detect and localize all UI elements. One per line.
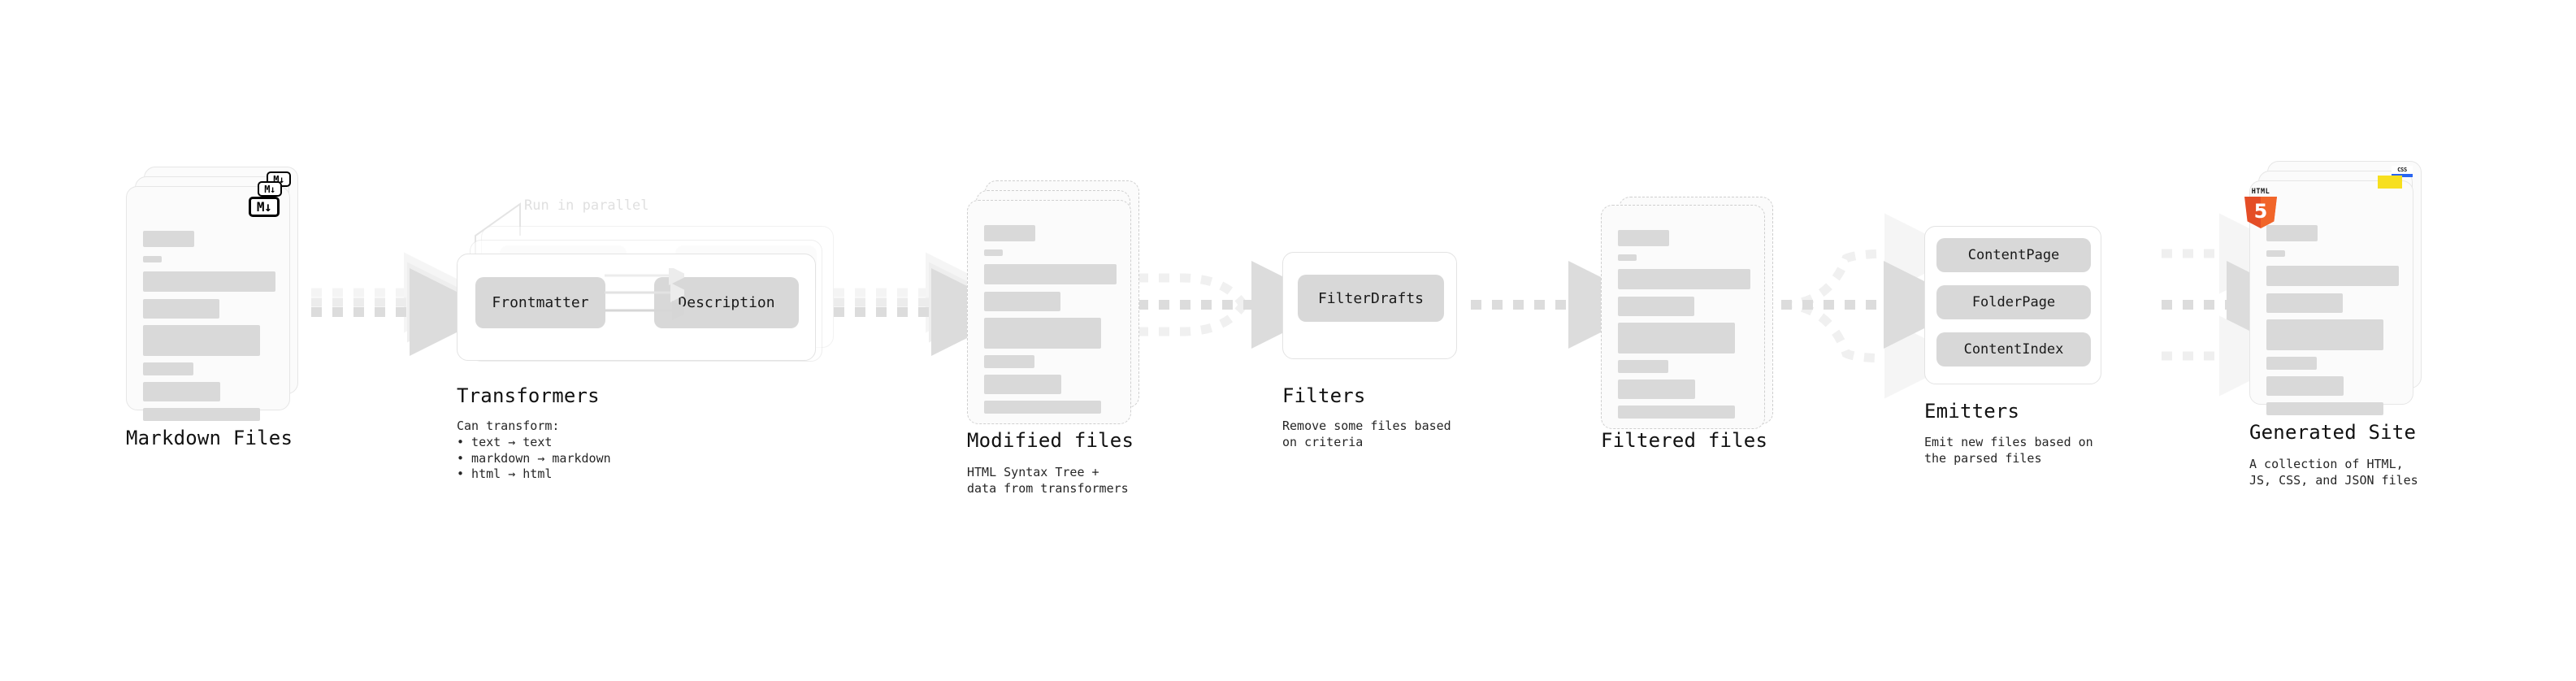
skeleton-bar <box>984 318 1101 349</box>
html5-logo-icon: HTML 5 <box>2242 188 2279 228</box>
arrow-markdown-to-transformers <box>311 252 497 356</box>
skeleton-bar <box>984 355 1034 368</box>
emitter-group: ContentPage FolderPage ContentIndex <box>1924 226 2101 384</box>
skeleton-bar <box>1618 297 1694 316</box>
skeleton-bar <box>1618 230 1669 246</box>
skeleton-bar <box>984 375 1061 394</box>
filtered-file-stack <box>1601 193 1773 437</box>
stage-title-filtered: Filtered files <box>1601 429 1768 452</box>
stage-title-filters: Filters <box>1282 384 1366 407</box>
plugin-pill-frontmatter[interactable]: Frontmatter <box>475 277 605 328</box>
skeleton-bar <box>1618 406 1735 419</box>
skeleton-bar <box>1618 380 1695 399</box>
run-in-parallel-label: Run in parallel <box>524 197 649 214</box>
skeleton-bar <box>2266 319 2383 350</box>
skeleton-bar <box>2266 293 2343 313</box>
file-sheet-front <box>967 200 1131 424</box>
skeleton-bar <box>143 382 220 401</box>
css3-logo-icon: CSS <box>2392 166 2413 177</box>
stage-title-generated: Generated Site <box>2249 421 2417 444</box>
arrow-transformers-to-modified <box>834 252 1019 356</box>
stage-filtered-files <box>1601 193 1773 437</box>
skeleton-bar <box>143 408 260 421</box>
skeleton-bar <box>1618 269 1750 289</box>
skeleton-bar <box>143 231 194 247</box>
stage-generated-site: CSS HTML 5 <box>2244 161 2422 415</box>
skeleton-bar <box>1618 360 1668 373</box>
file-sheet-front <box>1601 205 1765 429</box>
plugin-pill-filterdrafts[interactable]: FilterDrafts <box>1298 275 1444 322</box>
skeleton-bar <box>1618 254 1637 261</box>
skeleton-bar <box>2266 266 2399 286</box>
plugin-pill-contentpage[interactable]: ContentPage <box>1936 238 2091 272</box>
skeleton-bar <box>984 225 1035 241</box>
stage-subtitle-emitters: Emit new files based on the parsed files <box>1924 435 2093 466</box>
stage-title-modified: Modified files <box>967 429 1134 452</box>
arrow-filtered-to-emitters-branch <box>1780 213 1971 399</box>
html5-number: 5 <box>2253 200 2268 223</box>
plugin-pill-folderpage[interactable]: FolderPage <box>1936 285 2091 319</box>
skeleton-bar <box>2266 250 2285 257</box>
markdown-logo-icon: M↓ <box>249 197 280 217</box>
skeleton-bar <box>984 401 1101 414</box>
skeleton-bar <box>2266 402 2383 415</box>
transformer-group-front: Frontmatter Description <box>457 254 816 361</box>
skeleton-bar <box>143 362 193 375</box>
stage-title-transformers: Transformers <box>457 384 600 407</box>
stage-subtitle-modified: HTML Syntax Tree + data from transformer… <box>967 465 1129 496</box>
js-logo-icon <box>2378 176 2402 189</box>
skeleton-bar <box>143 271 275 292</box>
stage-subtitle-generated: A collection of HTML, JS, CSS, and JSON … <box>2249 457 2418 488</box>
arrow-emitters-to-generated <box>2162 213 2314 397</box>
file-sheet-front: HTML 5 <box>2244 180 2413 415</box>
skeleton-bar <box>2266 376 2344 396</box>
stage-subtitle-transformers: Can transform: • text → text • markdown … <box>457 419 611 482</box>
modified-file-stack <box>967 180 1139 424</box>
skeleton-bar <box>984 264 1117 284</box>
stage-title-emitters: Emitters <box>1924 400 2020 423</box>
skeleton-bar <box>2266 357 2317 370</box>
stage-subtitle-filters: Remove some files based on criteria <box>1282 419 1451 449</box>
skeleton-bar <box>984 249 1003 256</box>
generated-file-stack: CSS HTML 5 <box>2244 161 2422 415</box>
stage-markdown-files: M↓ M↓ M↓ <box>126 167 298 421</box>
plugin-pill-contentindex[interactable]: ContentIndex <box>1936 332 2091 367</box>
markdown-logo-icon: M↓ <box>258 181 282 197</box>
html5-caption: HTML <box>2251 188 2270 196</box>
arrow-modified-to-filters-merge <box>1138 261 1339 349</box>
stage-modified-files <box>967 180 1139 424</box>
skeleton-bar <box>984 292 1060 311</box>
markdown-file-stack: M↓ M↓ M↓ <box>126 167 298 421</box>
transformer-internal-arrows <box>605 268 684 320</box>
skeleton-bar <box>1618 323 1735 354</box>
file-sheet-front: M↓ <box>126 186 290 421</box>
stage-title-markdown: Markdown Files <box>126 427 293 449</box>
skeleton-bar <box>143 325 260 356</box>
skeleton-bar <box>143 256 162 262</box>
filter-group: FilterDrafts <box>1282 252 1457 359</box>
skeleton-bar <box>143 299 219 319</box>
